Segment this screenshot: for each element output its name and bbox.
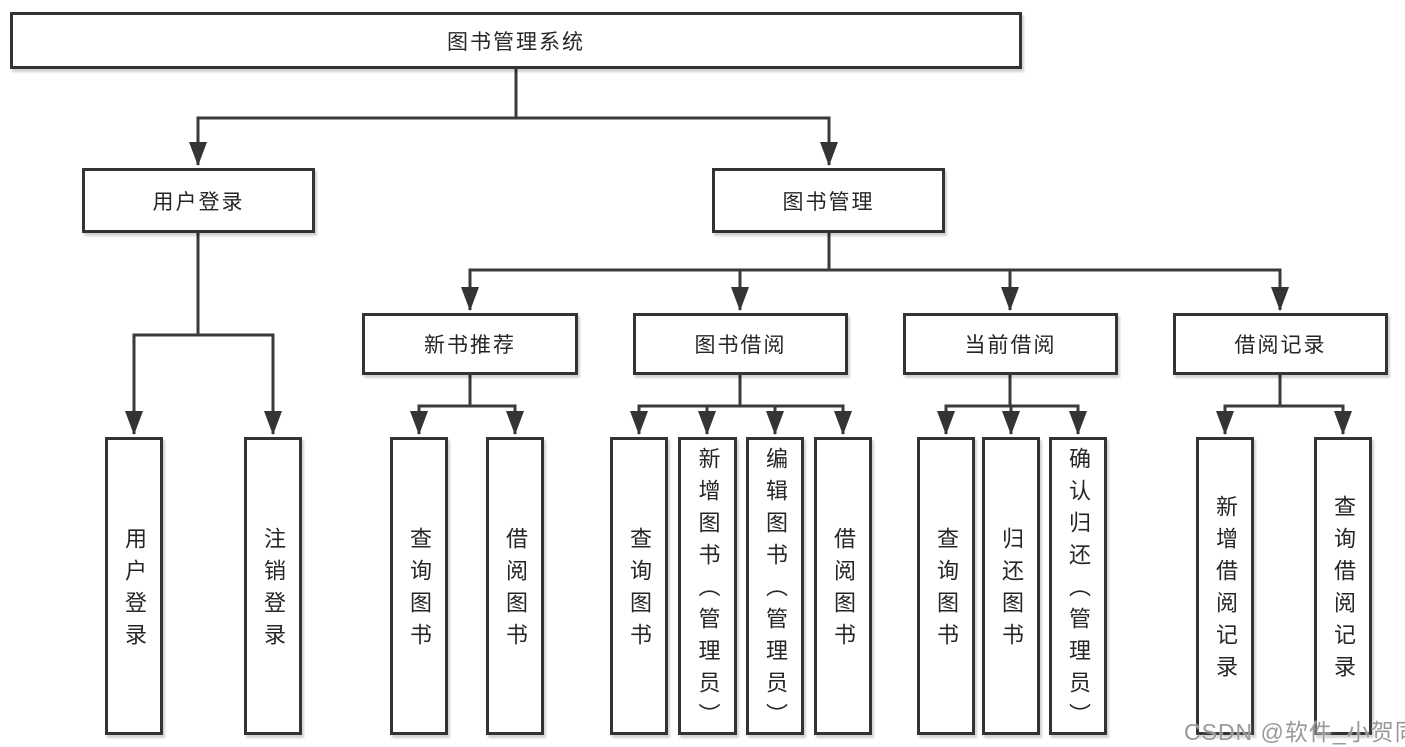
connector-book-management-children	[461, 233, 1289, 311]
leaf-confirm-return-admin-label: 确认归还（管理员）	[1066, 447, 1091, 735]
node-user-login-label: 用户登录	[152, 190, 245, 214]
leaf-return-book-label: 归还图书	[999, 527, 1024, 655]
leaf-edit-book-admin: 编辑图书（管理员）	[746, 437, 804, 735]
leaf-query-books-current-label: 查询图书	[934, 527, 959, 655]
watermark-text: CSDN @软件_小贺同学	[1184, 719, 1405, 745]
leaf-add-borrow-record-label: 新增借阅记录	[1213, 495, 1238, 687]
leaf-borrow-books: 借阅图书	[814, 437, 872, 735]
connector-new-book-recommend-children	[410, 375, 524, 435]
leaf-query-books-recommend: 查询图书	[390, 437, 448, 735]
leaf-query-books-borrow: 查询图书	[610, 437, 668, 735]
leaf-borrow-books-recommend: 借阅图书	[486, 437, 544, 735]
leaf-query-books-recommend-label: 查询图书	[407, 527, 432, 655]
node-current-borrow-label: 当前借阅	[964, 334, 1057, 357]
leaf-user-login: 用户登录	[105, 437, 163, 735]
leaf-confirm-return-admin: 确认归还（管理员）	[1049, 437, 1107, 735]
node-root-label: 图书管理系统	[447, 30, 585, 54]
node-borrow-records-label: 借阅记录	[1234, 334, 1327, 357]
connector-borrow-records-children	[1216, 375, 1352, 435]
node-book-borrow: 图书借阅	[633, 313, 848, 375]
leaf-borrow-books-label: 借阅图书	[831, 527, 856, 655]
connector-user-login-children	[125, 233, 282, 435]
leaf-query-borrow-record-label: 查询借阅记录	[1331, 495, 1356, 687]
leaf-edit-book-admin-label: 编辑图书（管理员）	[763, 447, 788, 735]
node-new-book-recommend: 新书推荐	[362, 313, 578, 375]
leaf-logout: 注销登录	[244, 437, 302, 735]
connector-root-to-level2	[189, 68, 838, 166]
connector-current-borrow-children	[937, 375, 1087, 435]
leaf-user-login-label: 用户登录	[122, 527, 147, 655]
leaf-add-book-admin: 新增图书（管理员）	[678, 437, 737, 735]
node-book-management: 图书管理	[712, 168, 945, 233]
node-user-login: 用户登录	[82, 168, 315, 233]
connector-book-borrow-children	[630, 375, 852, 435]
node-new-book-recommend-label: 新书推荐	[424, 334, 516, 357]
leaf-return-book: 归还图书	[982, 437, 1040, 735]
leaf-query-borrow-record: 查询借阅记录	[1314, 437, 1372, 735]
leaf-borrow-books-recommend-label: 借阅图书	[503, 527, 528, 655]
leaf-add-book-admin-label: 新增图书（管理员）	[695, 447, 721, 735]
node-current-borrow: 当前借阅	[903, 313, 1118, 375]
node-root: 图书管理系统	[10, 12, 1022, 69]
leaf-logout-label: 注销登录	[261, 527, 286, 655]
leaf-query-books-borrow-label: 查询图书	[627, 527, 652, 655]
node-borrow-records: 借阅记录	[1173, 313, 1388, 375]
leaf-query-books-current: 查询图书	[917, 437, 975, 735]
node-book-borrow-label: 图书借阅	[694, 334, 787, 357]
node-book-management-label: 图书管理	[782, 190, 875, 214]
leaf-add-borrow-record: 新增借阅记录	[1196, 437, 1254, 735]
